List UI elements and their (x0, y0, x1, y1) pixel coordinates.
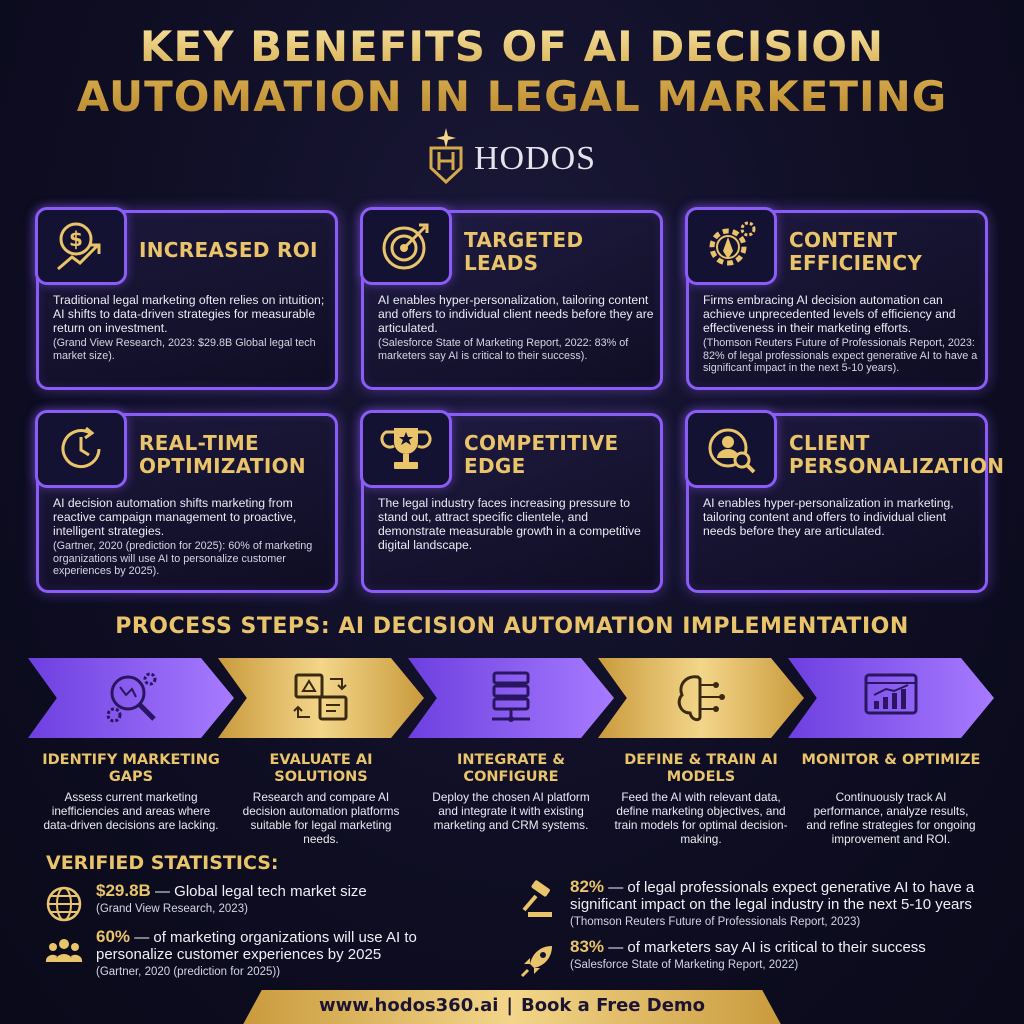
user-search-icon (708, 428, 756, 474)
card-body: Traditional legal marketing often relies… (53, 293, 325, 335)
benefit-card-targeted-leads: TARGETED LEADS AI enables hyper-personal… (360, 207, 663, 390)
stat-text: — of marketers say AI is critical to the… (604, 939, 926, 956)
stat-text: — Global legal tech market size (150, 883, 367, 900)
stat-source: (Gartner, 2020 (prediction for 2025)) (96, 966, 281, 978)
step-desc-define-train: Feed the AI with relevant data, define m… (614, 790, 788, 846)
step-title-integrate: INTEGRATE & CONFIGURE (457, 752, 565, 785)
people-icon (45, 939, 83, 962)
stat-value: 83% (570, 937, 605, 956)
compare-windows-icon (293, 673, 348, 721)
stats-title: VERIFIED STATISTICS: (46, 852, 279, 874)
page-title: KEY BENEFITS OF AI DECISION AUTOMATION I… (0, 22, 1024, 122)
trophy-icon (380, 428, 432, 469)
stat-text: — of marketing organizations will use AI… (96, 929, 417, 963)
stat-value: $29.8B (96, 881, 151, 900)
footer-banner: www.hodos360.ai | Book a Free Demo (240, 990, 784, 1024)
benefit-card-client-personalization: CLIENT PERSONALIZATION AI enables hyper-… (685, 410, 1005, 593)
step-desc-integrate: Deploy the chosen AI platform and integr… (432, 790, 590, 832)
stat-item-legal-professionals: 82% — of legal professionals expect gene… (518, 878, 998, 929)
step-desc-evaluate: Research and compare AI decision automat… (242, 790, 400, 846)
benefit-card-real-time-optimization: REAL-TIME OPTIMIZATION AI decision autom… (35, 410, 338, 593)
stat-value: 60% (96, 927, 131, 946)
card-source: (Gartner, 2020 (prediction for 2025): 60… (53, 540, 313, 577)
card-title: COMPETITIVE EDGE (464, 431, 619, 478)
target-icon (382, 223, 429, 270)
stat-text: — of legal professionals expect generati… (570, 879, 975, 913)
brand-logo: HODOS (0, 128, 1024, 184)
card-source: (Thomson Reuters Future of Professionals… (703, 337, 978, 374)
brain-circuit-icon (677, 675, 725, 722)
card-source: (Grand View Research, 2023: $29.8B Globa… (53, 337, 316, 362)
step-desc-monitor: Continuously track AI performance, analy… (806, 790, 976, 846)
website-link[interactable]: www.hodos360.ai (318, 994, 499, 1016)
process-arrow-3 (408, 658, 614, 738)
card-title: TARGETED LEADS (464, 228, 584, 275)
step-title-monitor: MONITOR & OPTIMIZE (801, 752, 981, 768)
stat-item-personalization: 60% — of marketing organizations will us… (44, 928, 494, 979)
stat-source: (Salesforce State of Marketing Report, 2… (570, 959, 799, 971)
rocket-icon (520, 946, 552, 978)
brand-name: HODOS (473, 140, 597, 177)
card-body: The legal industry faces increasing pres… (378, 496, 641, 552)
card-title: CONTENT EFFICIENCY (789, 228, 923, 275)
chart-monitor-icon (864, 673, 918, 715)
benefit-card-competitive-edge: COMPETITIVE EDGE The legal industry face… (360, 410, 663, 593)
process-arrow-2 (218, 658, 424, 738)
stat-source: (Thomson Reuters Future of Professionals… (570, 916, 861, 928)
page-title-line-1: KEY BENEFITS OF AI DECISION (139, 22, 885, 71)
card-body: AI decision automation shifts marketing … (53, 496, 297, 538)
globe-icon (46, 886, 82, 922)
gavel-icon (522, 880, 552, 917)
step-title-evaluate: EVALUATE AI SOLUTIONS (269, 752, 373, 785)
server-icon (492, 671, 530, 722)
step-title-identify: IDENTIFY MARKETING GAPS (42, 752, 220, 785)
card-title: CLIENT PERSONALIZATION (789, 431, 1005, 478)
card-body: Firms embracing AI decision automation c… (703, 293, 956, 335)
book-demo-link[interactable]: Book a Free Demo (520, 994, 706, 1016)
dollar-growth-icon: $ (57, 222, 101, 271)
stat-item-market-size: $29.8B — Global legal tech market size (… (44, 882, 484, 924)
step-title-define-train: DEFINE & TRAIN AI MODELS (624, 752, 778, 785)
shield-h-logo-icon (429, 128, 463, 184)
card-source: (Salesforce State of Marketing Report, 2… (378, 337, 629, 362)
process-arrow-4 (598, 658, 804, 738)
card-body: AI enables hyper-personalization, tailor… (378, 293, 654, 335)
svg-text:$: $ (69, 227, 83, 251)
stat-source: (Grand View Research, 2023) (96, 903, 248, 915)
card-title: REAL-TIME OPTIMIZATION (139, 431, 306, 478)
stat-item-marketers: 83% — of marketers say AI is critical to… (518, 938, 998, 980)
footer-separator: | (506, 994, 513, 1016)
clock-icon (61, 426, 101, 469)
stat-value: 82% (570, 877, 605, 896)
page-title-line-2: AUTOMATION IN LEGAL MARKETING (76, 72, 948, 121)
process-arrow-1 (28, 658, 234, 738)
gear-pen-icon (709, 221, 756, 266)
process-section-title: PROCESS STEPS: AI DECISION AUTOMATION IM… (115, 614, 909, 639)
benefit-card-increased-roi: $ INCREASED ROI Traditional legal market… (35, 207, 338, 390)
card-title: INCREASED ROI (139, 238, 318, 262)
step-desc-identify: Assess current marketing inefficiencies … (43, 790, 219, 832)
card-body: AI enables hyper-personalization in mark… (703, 496, 954, 538)
magnify-gear-icon (106, 672, 157, 723)
process-arrow-5 (788, 658, 994, 738)
benefit-card-content-efficiency: CONTENT EFFICIENCY Firms embracing AI de… (685, 207, 988, 390)
